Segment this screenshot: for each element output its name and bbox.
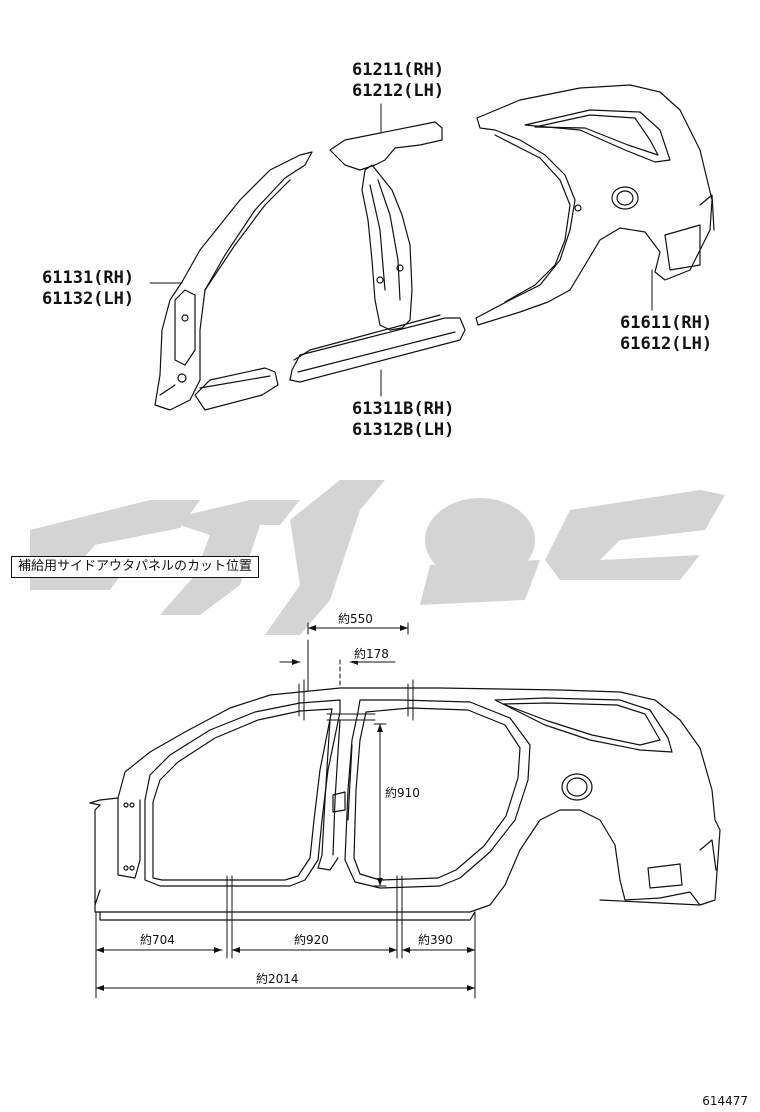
part-number-lh: 61312B(LH) (352, 420, 455, 440)
cut-position-caption: 補給用サイドアウタパネルのカット位置 (11, 556, 260, 578)
part-leaders (149, 103, 653, 397)
part-number-rh: 61131(RH) (42, 268, 135, 288)
part-number-rh: 61311B(RH) (352, 399, 455, 419)
dimension-vertical: 約910 (383, 786, 422, 800)
dimension-lines (95, 622, 476, 999)
part-label-roof-rail: 61211(RH) 61212(LH) (352, 60, 444, 102)
part-label-a-pillar: 61131(RH) 61132(LH) (42, 268, 134, 310)
part-number-rh: 61211(RH) (352, 60, 445, 80)
dimension-middle: 約920 (292, 933, 331, 947)
part-number-lh: 61612(LH) (620, 334, 713, 354)
dimension-front: 約704 (138, 933, 177, 947)
part-number-rh: 61611(RH) (620, 313, 713, 333)
b-pillar-roof-rail-panel (329, 121, 443, 331)
dimension-top-small: 約178 (352, 647, 391, 661)
part-number-lh: 61132(LH) (42, 289, 135, 309)
diagram-id: 614477 (702, 1094, 748, 1108)
a-pillar-inner-panel (154, 151, 313, 411)
dimension-rear: 約390 (416, 933, 455, 947)
side-outer-panel (89, 687, 721, 921)
cut-lines (226, 659, 414, 959)
dimension-top-span: 約550 (336, 612, 375, 626)
dimension-total: 約2014 (254, 972, 301, 986)
part-label-quarter: 61611(RH) 61612(LH) (620, 313, 712, 355)
dimension-arrows (96, 625, 475, 991)
part-number-lh: 61212(LH) (352, 81, 445, 101)
rocker-sill-panel (289, 314, 466, 383)
part-label-rocker: 61311B(RH) 61312B(LH) (352, 399, 454, 441)
quarter-outer-panel (475, 84, 715, 326)
